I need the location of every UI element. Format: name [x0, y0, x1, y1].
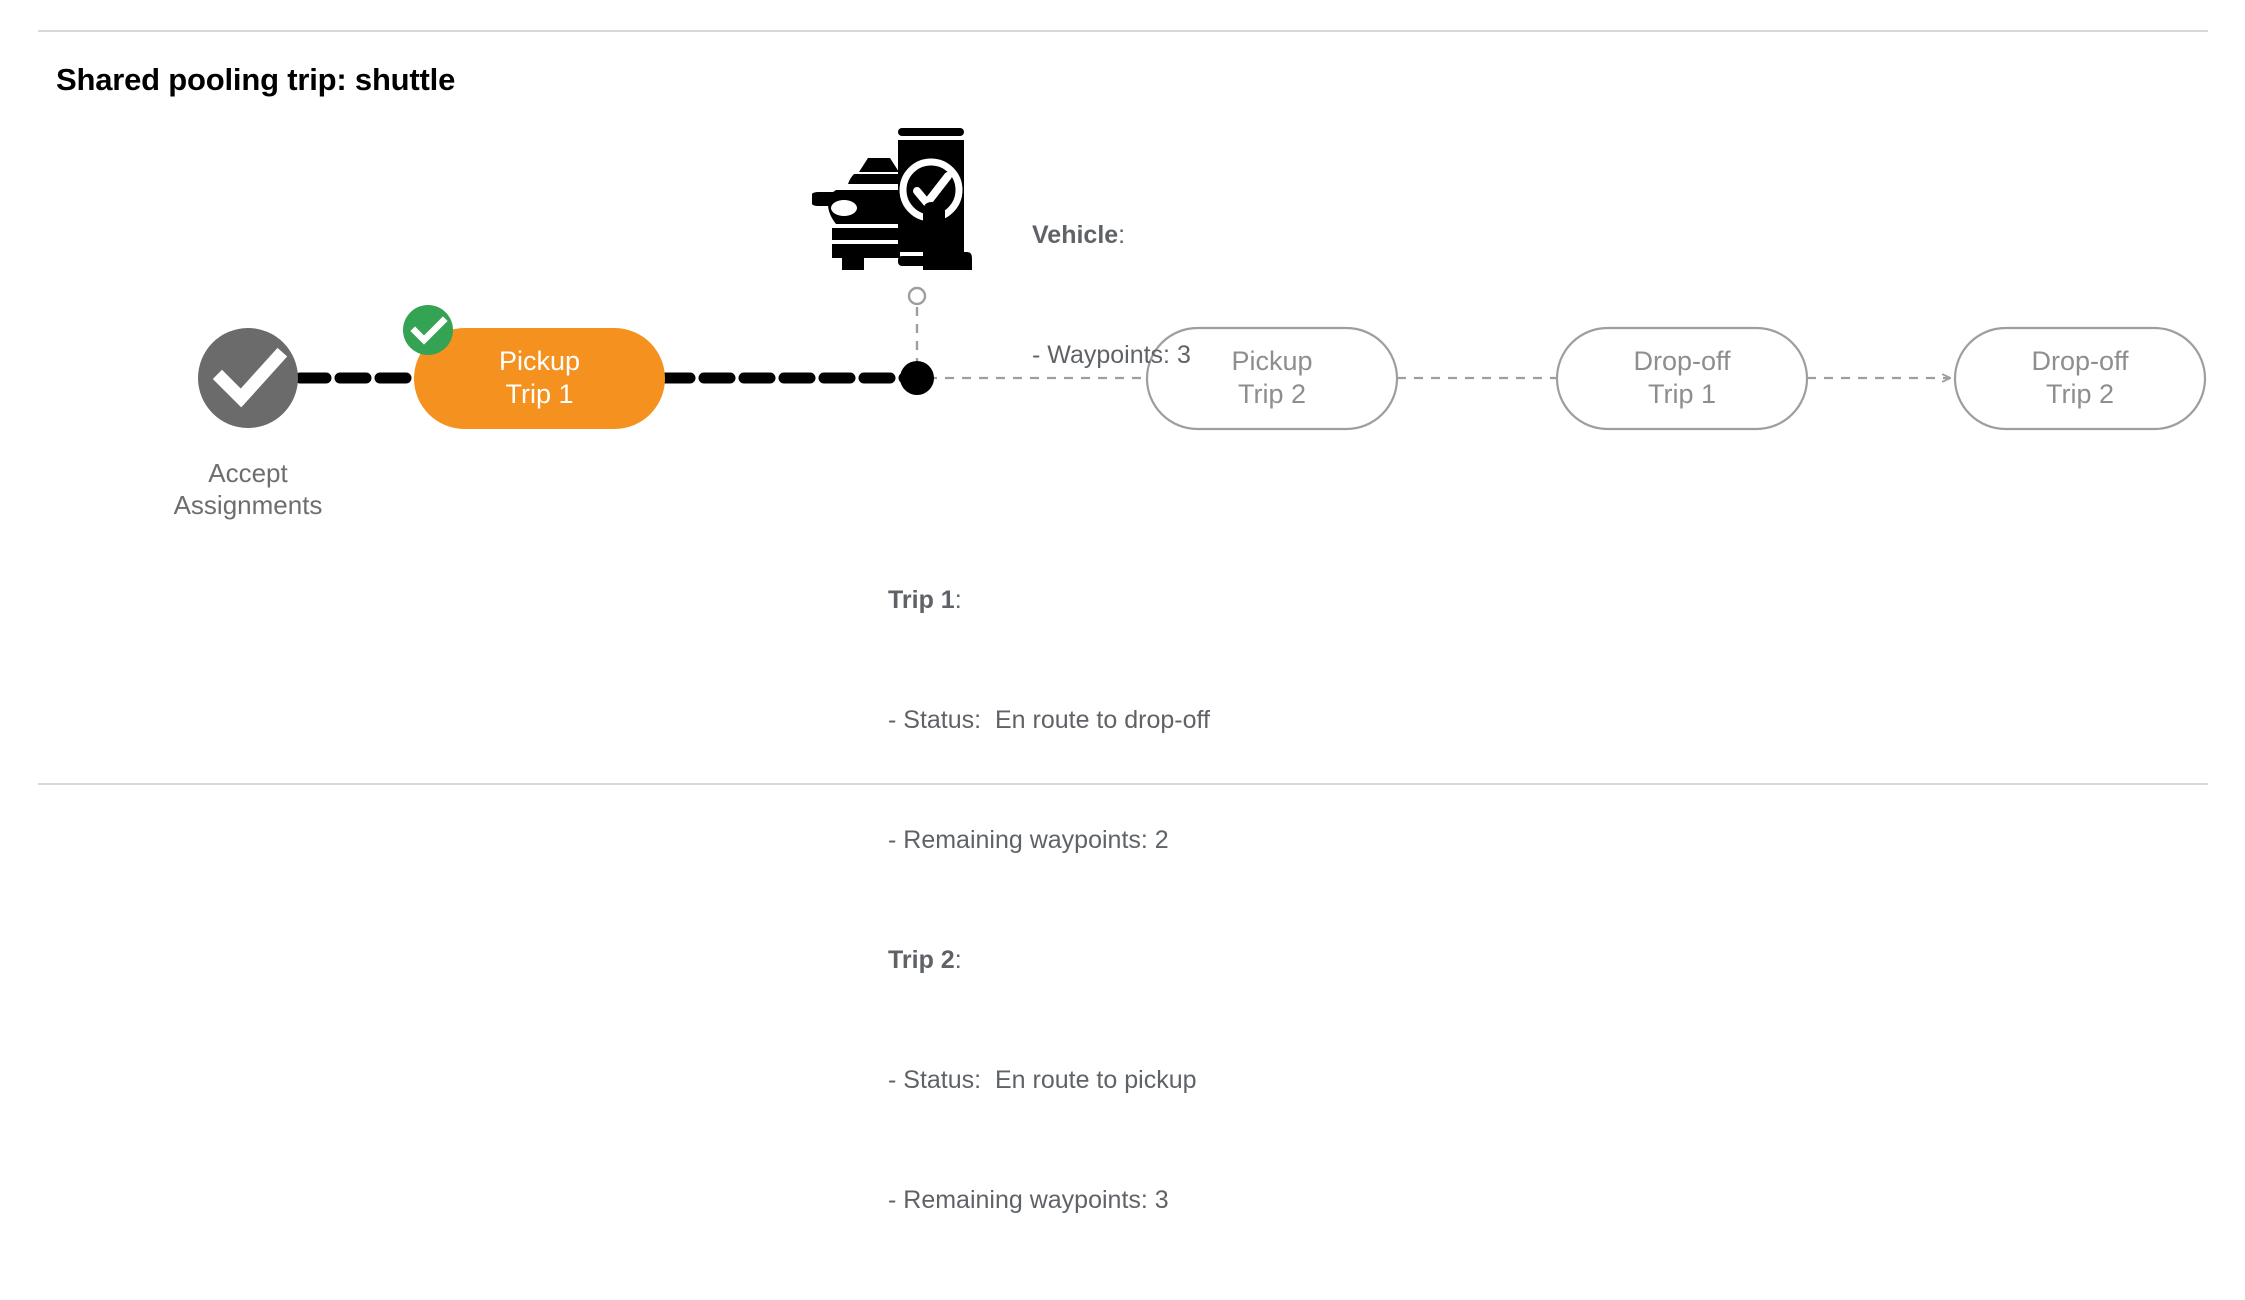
current-position-dot: [900, 361, 934, 395]
dropoff-trip-2-label: Drop-off Trip 2: [2031, 346, 2129, 409]
dropoff-trip-2-node: [1953, 326, 2207, 431]
dropoff-trip-1-node: [1555, 326, 1809, 431]
top-divider: [38, 30, 2208, 32]
vehicle-heading-colon: :: [1118, 221, 1126, 249]
page-title: Shared pooling trip: shuttle: [56, 62, 456, 97]
hollow-circle-icon: [907, 286, 927, 306]
trip-1-heading-colon: :: [954, 586, 962, 614]
trips-annotation: Trip 1: - Status: En route to drop-off -…: [888, 500, 1210, 1300]
dropoff-trip-1-label: Drop-off Trip 1: [1633, 346, 1731, 409]
diagram-canvas: Shared pooling trip: shuttle: [38, 30, 2208, 1214]
vehicle-annotation: Vehicle: - Waypoints: 3: [1032, 135, 1191, 455]
vehicle-heading-text: Vehicle: [1032, 221, 1119, 249]
check-icon: [212, 347, 288, 408]
pickup-trip-1-label: Pickup Trip 1: [498, 346, 581, 409]
trip-2-waypoints-line: - Remaining waypoints: 3: [888, 1186, 1169, 1214]
trip-2-status-line: - Status: En route to pickup: [888, 1066, 1197, 1094]
trip-1-heading-text: Trip 1: [888, 586, 955, 614]
check-badge-glyph: [410, 316, 448, 345]
trip-2-heading-text: Trip 2: [888, 946, 955, 974]
trip-2-heading: Trip 2:: [888, 940, 1210, 980]
pickup-trip-1-node: [414, 328, 665, 429]
accept-assignments-caption: Accept Assignments: [173, 458, 323, 520]
accept-assignments-node: [198, 328, 298, 428]
trip-1-status-line: - Status: En route to drop-off: [888, 706, 1210, 734]
vehicle-annotation-heading: Vehicle:: [1032, 215, 1191, 255]
check-badge-icon: [403, 305, 453, 355]
bottom-divider: [38, 783, 2208, 785]
vehicle-waypoints-line: - Waypoints: 3: [1032, 341, 1191, 369]
trip-1-waypoints-line: - Remaining waypoints: 2: [888, 826, 1169, 854]
trip-1-heading: Trip 1:: [888, 580, 1210, 620]
trip-2-heading-colon: :: [954, 946, 962, 974]
vehicle-phone-check-icon: [812, 128, 972, 270]
